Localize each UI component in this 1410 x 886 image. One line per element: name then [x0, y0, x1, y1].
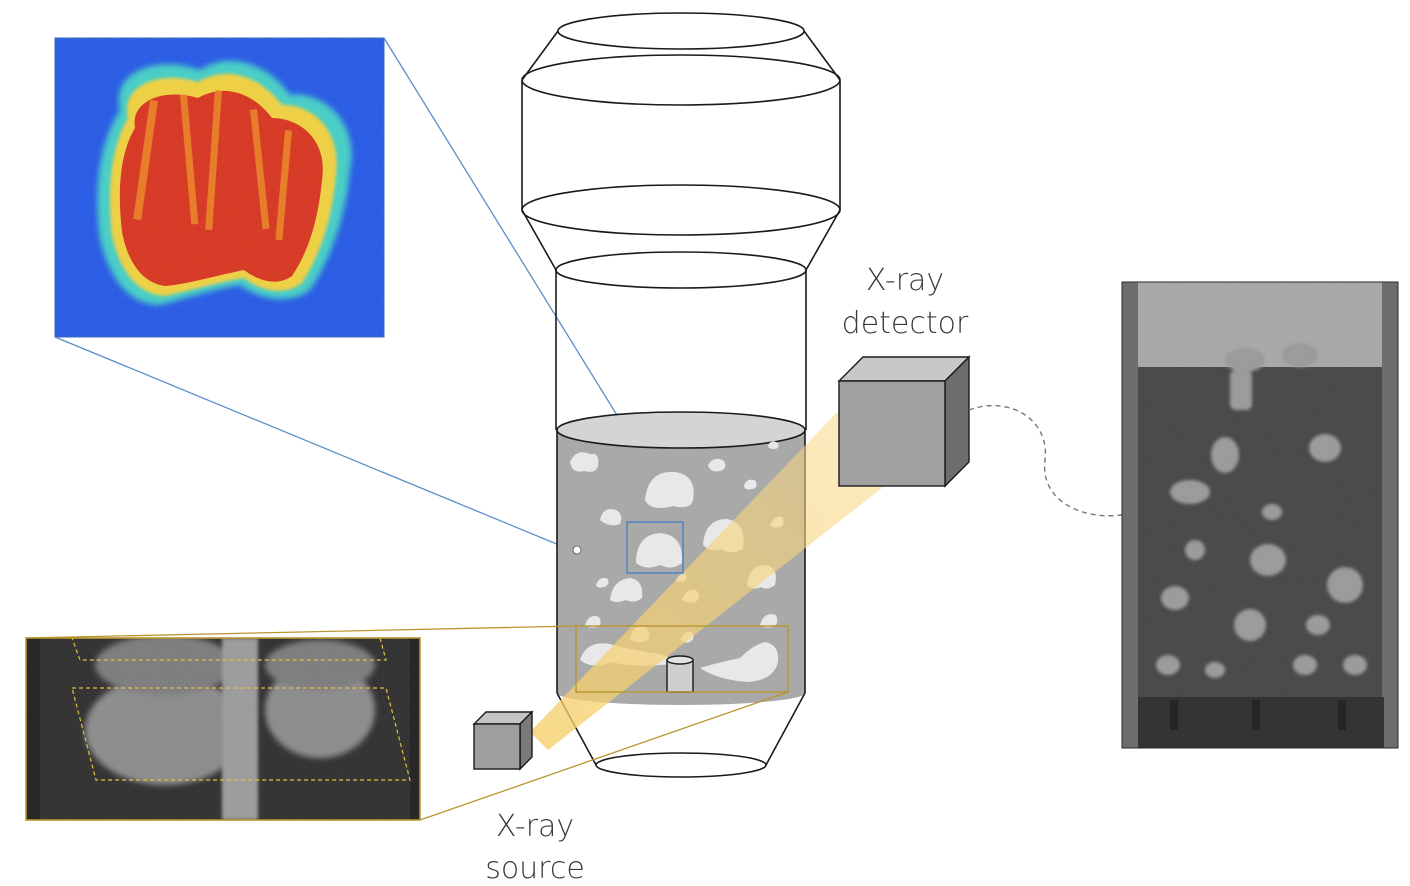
- gas-nozzle: [666, 655, 694, 693]
- liquid-bed: [556, 411, 806, 705]
- column-top-rim: [555, 251, 807, 289]
- column-vessel: [521, 12, 841, 430]
- heatmap-frame: [54, 37, 385, 338]
- source-label-line1: X-ray: [496, 809, 574, 844]
- xray-detector-box: [837, 355, 971, 488]
- radiograph-image: [1122, 282, 1398, 748]
- xray-beam: [530, 380, 933, 750]
- xray-source-box: [472, 710, 534, 771]
- ct-zoom-lines: [25, 625, 789, 821]
- radiograph-frame: [1121, 281, 1399, 749]
- heatmap-inset: [55, 38, 384, 337]
- roi-box-heatmap: [626, 521, 684, 574]
- detector-label-line1: X-ray: [866, 263, 944, 298]
- detector-label-line2: detector: [842, 306, 969, 341]
- source-label-line2: source: [485, 851, 585, 886]
- detector-cable: [968, 405, 1123, 517]
- roi-box-ct: [575, 625, 789, 693]
- ct-slice-frame: [25, 637, 421, 821]
- upper-section-bottom: [521, 184, 841, 236]
- ct-slice-inset: [26, 638, 420, 820]
- upper-section-top: [521, 54, 841, 106]
- top-cap-rim: [557, 12, 805, 50]
